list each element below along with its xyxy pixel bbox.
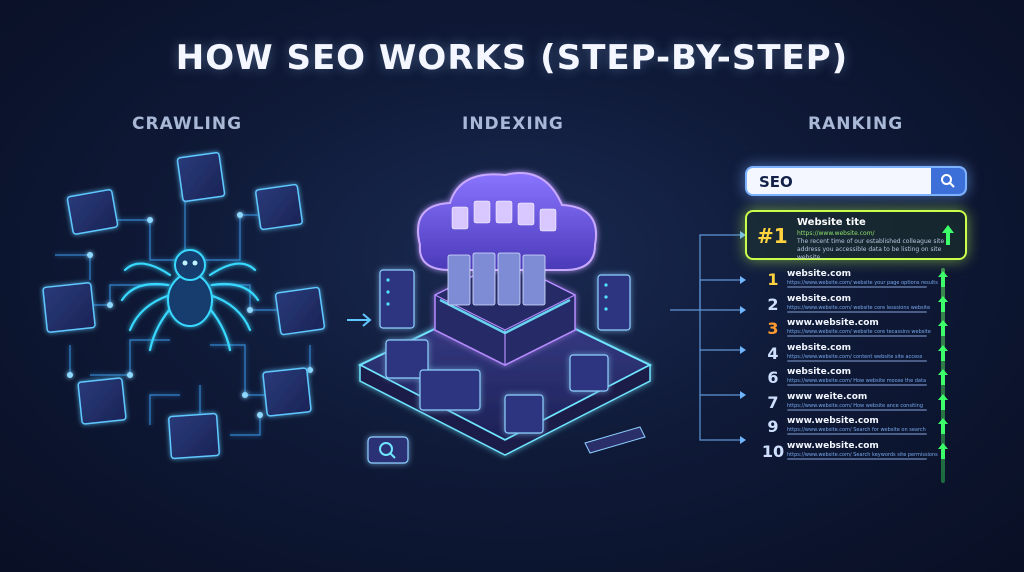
result-url: https://www.website.com/ content website… bbox=[787, 353, 923, 360]
arrow-up-icon bbox=[938, 271, 948, 287]
server-lights bbox=[386, 278, 608, 311]
crawl-network-lines bbox=[55, 195, 311, 436]
result-title: website.com bbox=[787, 342, 852, 353]
top-result-title: Website tite bbox=[797, 217, 866, 228]
page-title: HOW SEO WORKS (STEP-BY-STEP) bbox=[175, 38, 849, 78]
result-url: https://www.website.com/ How website moo… bbox=[787, 378, 927, 384]
result-url: https://www.website.com/ website your pa… bbox=[787, 280, 938, 286]
arrow-up-icon bbox=[938, 320, 948, 336]
indexing-illustration bbox=[357, 172, 653, 464]
cloud-icon bbox=[417, 172, 597, 271]
result-url: https://www.website.com/ How website anc… bbox=[787, 402, 924, 409]
crawling-illustration bbox=[42, 151, 326, 460]
arrow-up-icon bbox=[938, 442, 948, 459]
result-title: www.website.com bbox=[787, 318, 879, 328]
result-url: https://www.website.com/ website core le… bbox=[787, 304, 931, 311]
section-label-indexing: INDEXING bbox=[462, 114, 564, 134]
result-rank: 1 bbox=[767, 270, 779, 289]
result-url: https://www.website.com/ website core te… bbox=[787, 329, 931, 335]
result-rank: 6 bbox=[767, 368, 779, 387]
result-title: www.website.com bbox=[787, 416, 879, 426]
result-rank: 7 bbox=[767, 392, 779, 412]
arrow-up-icon bbox=[942, 225, 954, 245]
section-label-ranking: RANKING bbox=[808, 114, 904, 134]
result-snippet-line bbox=[787, 384, 927, 386]
arrow-up-icon bbox=[938, 344, 948, 361]
small-servers bbox=[379, 269, 631, 434]
top-result-rank: #1 bbox=[757, 224, 788, 248]
result-snippet-line bbox=[787, 310, 927, 313]
result-title: www.website.com bbox=[787, 440, 879, 451]
result-snippet-line bbox=[787, 286, 927, 288]
arrow-right-icon bbox=[347, 313, 372, 327]
result-rank: 4 bbox=[767, 343, 779, 363]
result-title: website.com bbox=[787, 293, 852, 304]
result-rank: 9 bbox=[767, 417, 779, 436]
search-button[interactable] bbox=[931, 168, 965, 194]
result-title: website.com bbox=[787, 269, 852, 279]
search-icon bbox=[941, 174, 955, 188]
top-result-url: https://www.website.com/ bbox=[797, 230, 875, 237]
result-rank: 2 bbox=[767, 294, 779, 314]
ranking-connectors bbox=[670, 231, 746, 444]
arrow-up-icon bbox=[938, 295, 948, 312]
memory-chip-icon bbox=[584, 426, 646, 454]
result-title: www weite.com bbox=[787, 391, 868, 402]
indexed-documents bbox=[447, 252, 546, 306]
spider-icon bbox=[120, 249, 260, 352]
result-snippet-line bbox=[787, 457, 927, 460]
top-result-card[interactable]: #1 Website tite https://www.website.com/… bbox=[745, 210, 967, 261]
search-query: SEO bbox=[759, 173, 793, 191]
search-bar[interactable]: SEO bbox=[745, 166, 967, 196]
arrow-up-icon bbox=[938, 369, 948, 385]
result-url: https://www.website.com/ Search keywords… bbox=[787, 451, 938, 458]
arrow-up-icon bbox=[938, 393, 948, 410]
arrow-up-icon bbox=[938, 418, 948, 434]
section-label-crawling: CRAWLING bbox=[132, 114, 243, 134]
result-rank: 10 bbox=[761, 441, 785, 461]
result-title: website.com bbox=[787, 367, 852, 377]
result-url: https://www.website.com/ Search for webs… bbox=[787, 427, 926, 433]
result-snippet-line bbox=[787, 335, 927, 337]
search-icon bbox=[367, 436, 409, 464]
result-snippet-line bbox=[787, 359, 927, 362]
crawl-web-pages bbox=[42, 151, 326, 460]
result-rank: 3 bbox=[767, 319, 779, 338]
result-snippet-line bbox=[787, 408, 927, 411]
result-snippet-line bbox=[787, 433, 927, 435]
top-result-description: The recent time of our established colle… bbox=[797, 238, 945, 261]
